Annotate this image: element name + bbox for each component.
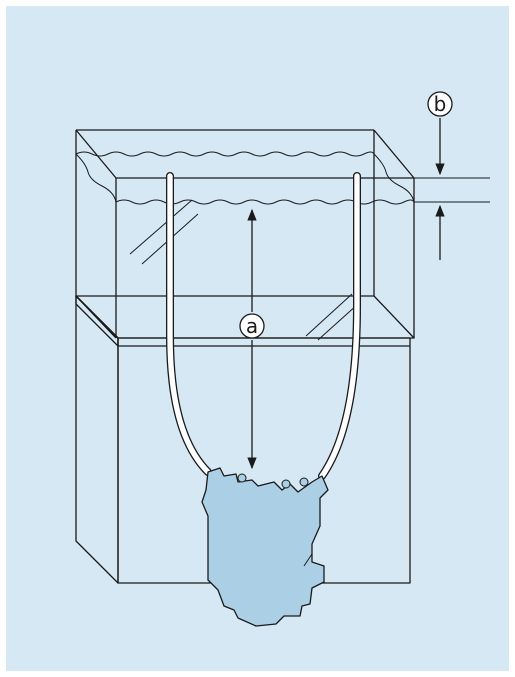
filter-hoses [166,172,361,480]
canister-filter [201,467,329,627]
label-b: b [434,92,447,116]
label-a-circle [239,313,265,339]
dimension-a: a [239,208,265,470]
aquarium-filter-diagram: a b [6,6,509,671]
diagram-canvas: a b [6,6,509,671]
label-b-circle [427,91,453,117]
water-surface [75,151,415,205]
label-a: a [246,314,258,338]
dimension-b: b [414,91,490,260]
glass-tank [75,129,415,339]
